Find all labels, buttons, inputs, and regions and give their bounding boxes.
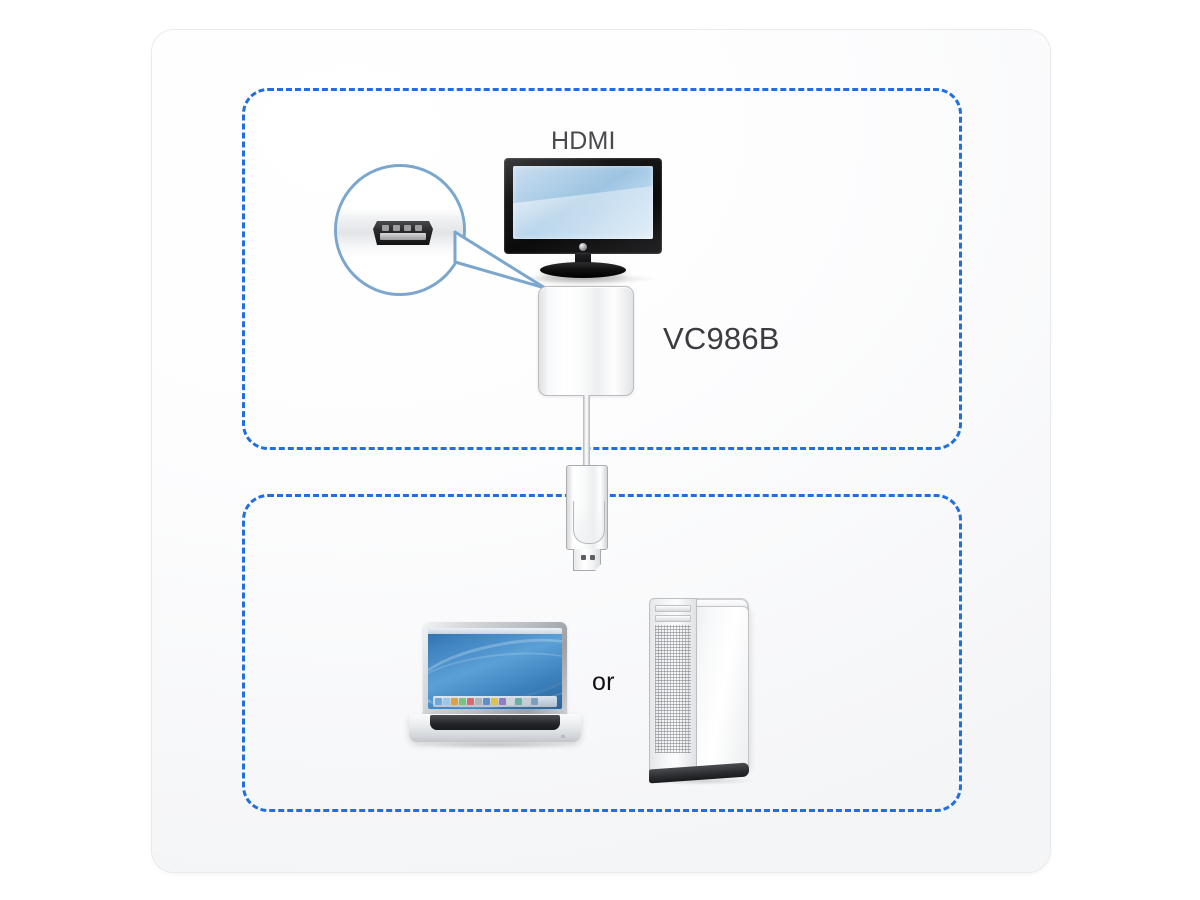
product-label: VC986B	[663, 321, 780, 356]
laptop-base	[409, 714, 581, 742]
adapter-cable	[583, 395, 590, 467]
dock-icon	[523, 698, 531, 705]
laptop-shadow	[415, 741, 575, 749]
hdmi-label: HDMI	[551, 127, 616, 155]
tower-shadow	[645, 777, 755, 785]
laptop-lid	[423, 622, 567, 718]
dp-pin	[581, 555, 586, 560]
magnifier-icon	[330, 160, 590, 300]
dp-pin	[590, 555, 595, 560]
hdmi-port-slot	[380, 233, 426, 240]
displayport-plug-icon	[566, 465, 608, 577]
hdmi-pin	[415, 225, 422, 231]
tower-drive-slot	[655, 605, 691, 612]
tv-shadow	[508, 274, 658, 284]
laptop-keyboard	[430, 715, 560, 730]
dock-icon	[443, 698, 451, 705]
laptop-menubar	[428, 628, 562, 634]
or-label: or	[592, 668, 615, 696]
tv-screen	[513, 166, 653, 239]
dp-plug	[573, 549, 601, 571]
tower-drive-slot	[655, 615, 691, 622]
dock-icon	[475, 698, 483, 705]
hdmi-port-icon	[373, 221, 433, 245]
display-region-box	[242, 88, 962, 450]
hdmi-pin	[404, 225, 411, 231]
dock-icon	[491, 698, 499, 705]
hdmi-pin	[382, 225, 389, 231]
laptop-base-dot	[561, 735, 565, 738]
hdmi-pin	[393, 225, 400, 231]
vc986b-adapter	[538, 286, 634, 396]
laptop-dock	[433, 696, 557, 707]
power-button-icon	[579, 243, 587, 251]
dock-icon	[531, 698, 539, 705]
dock-icon	[451, 698, 459, 705]
dock-icon	[435, 698, 443, 705]
dock-icon	[467, 698, 475, 705]
tower-grille	[655, 625, 691, 753]
dock-icon	[459, 698, 467, 705]
dock-icon	[515, 698, 523, 705]
magnifier-lens	[334, 164, 466, 296]
dock-icon	[507, 698, 515, 705]
tv-base	[540, 262, 626, 278]
tower-front-panel	[649, 598, 697, 774]
laptop-screen	[428, 628, 562, 709]
laptop-computer	[409, 622, 581, 754]
tower-computer	[643, 598, 755, 785]
dock-icon	[483, 698, 491, 705]
dp-shell	[566, 465, 608, 550]
dp-grip	[573, 501, 605, 544]
adapter-body	[538, 286, 634, 396]
dock-icon	[499, 698, 507, 705]
